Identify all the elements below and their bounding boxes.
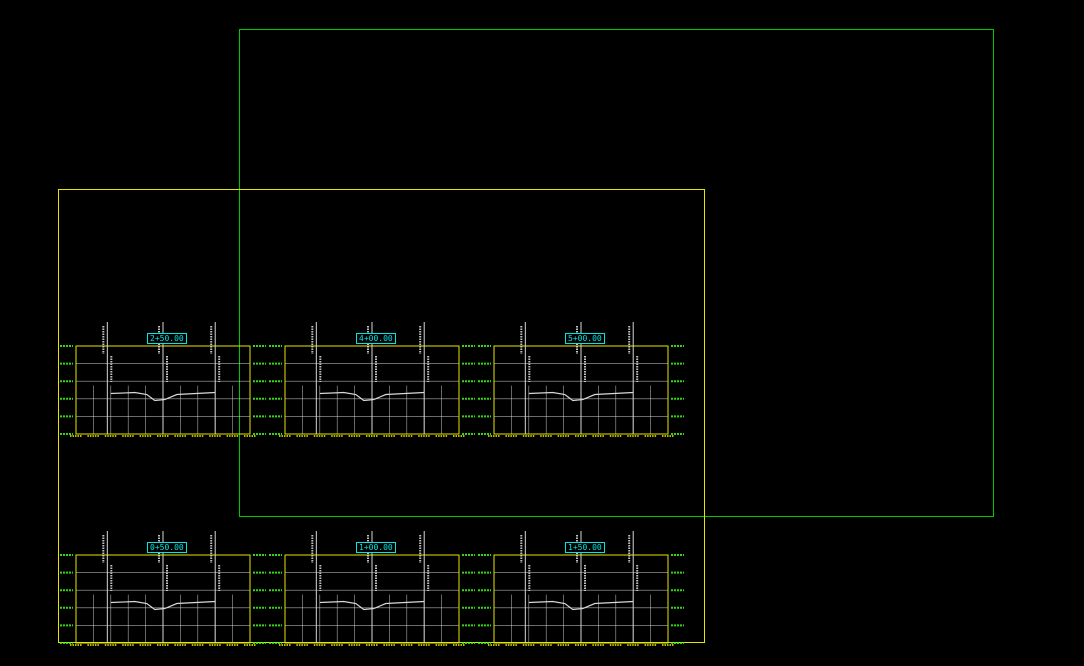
ground-profile-2 (319, 391, 425, 402)
section-title-4: 0+50.00 (147, 542, 187, 553)
ground-profile-5 (319, 600, 425, 611)
section-title-5: 1+00.00 (356, 542, 396, 553)
section-title-2: 4+00.00 (356, 333, 396, 344)
section-title-3: 5+00.00 (565, 333, 605, 344)
ground-profile-4 (110, 600, 216, 611)
section-title-1: 2+50.00 (147, 333, 187, 344)
viewport-frame[interactable] (239, 29, 994, 517)
section-title-6: 1+50.00 (565, 542, 605, 553)
ground-profile-6 (528, 600, 634, 611)
ground-profile-3 (528, 391, 634, 402)
ground-profile-1 (110, 391, 216, 402)
